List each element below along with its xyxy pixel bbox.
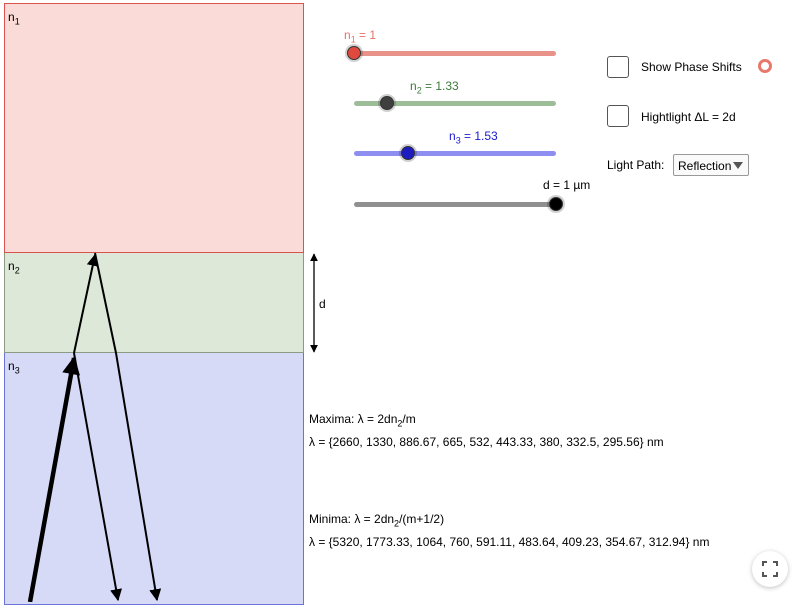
light-path-label: Light Path:	[607, 158, 665, 172]
show-phase-shifts-label: Show Phase Shifts	[641, 60, 742, 74]
minima-values: λ = {5320, 1773.33, 1064, 760, 591.11, 4…	[309, 535, 710, 549]
medium-n1: n1	[4, 3, 304, 253]
slider-d-label: d = 1 µm	[543, 178, 591, 192]
show-phase-shifts-checkbox[interactable]	[607, 56, 629, 78]
maxima-values: λ = {2660, 1330, 886.67, 665, 532, 443.3…	[309, 435, 664, 449]
slider-d[interactable]	[354, 193, 563, 217]
slider-d-handle[interactable]	[549, 197, 563, 211]
minima-formula: Minima: λ = 2dn2/(m+1/2)	[309, 512, 445, 529]
slider-n2[interactable]	[354, 92, 556, 116]
slider-n2-track[interactable]	[354, 101, 556, 106]
target-icon	[758, 59, 772, 73]
medium-n3: n3	[4, 353, 304, 605]
slider-n1-handle[interactable]	[347, 46, 361, 60]
slider-n3-handle[interactable]	[400, 146, 415, 160]
thickness-label: d	[319, 297, 326, 311]
highlight-checkbox[interactable]	[607, 105, 629, 127]
chevron-down-icon	[733, 162, 743, 169]
highlight-label: Hightlight ΔL = 2d	[641, 110, 736, 124]
slider-n2-label: n2 = 1.33	[410, 79, 459, 96]
medium-n3-label: n3	[8, 359, 20, 376]
medium-n2-label: n2	[8, 259, 20, 276]
fullscreen-button[interactable]	[752, 551, 788, 587]
slider-n2-handle[interactable]	[380, 96, 395, 110]
fullscreen-icon	[762, 561, 778, 577]
light-path-select[interactable]: Reflection	[673, 154, 749, 176]
slider-n3-label: n3 = 1.53	[449, 129, 498, 146]
slider-n3[interactable]	[354, 142, 556, 166]
light-path-value: Reflection	[678, 159, 732, 173]
slider-n3-track[interactable]	[354, 151, 556, 156]
slider-n1[interactable]	[347, 42, 556, 66]
maxima-formula: Maxima: λ = 2dn2/m	[309, 412, 416, 429]
medium-n2: n2	[4, 253, 304, 353]
slider-n1-track[interactable]	[354, 51, 556, 56]
medium-n1-label: n1	[8, 10, 20, 27]
slider-d-track[interactable]	[354, 202, 556, 207]
slider-n1-label: n1 = 1	[344, 28, 377, 45]
